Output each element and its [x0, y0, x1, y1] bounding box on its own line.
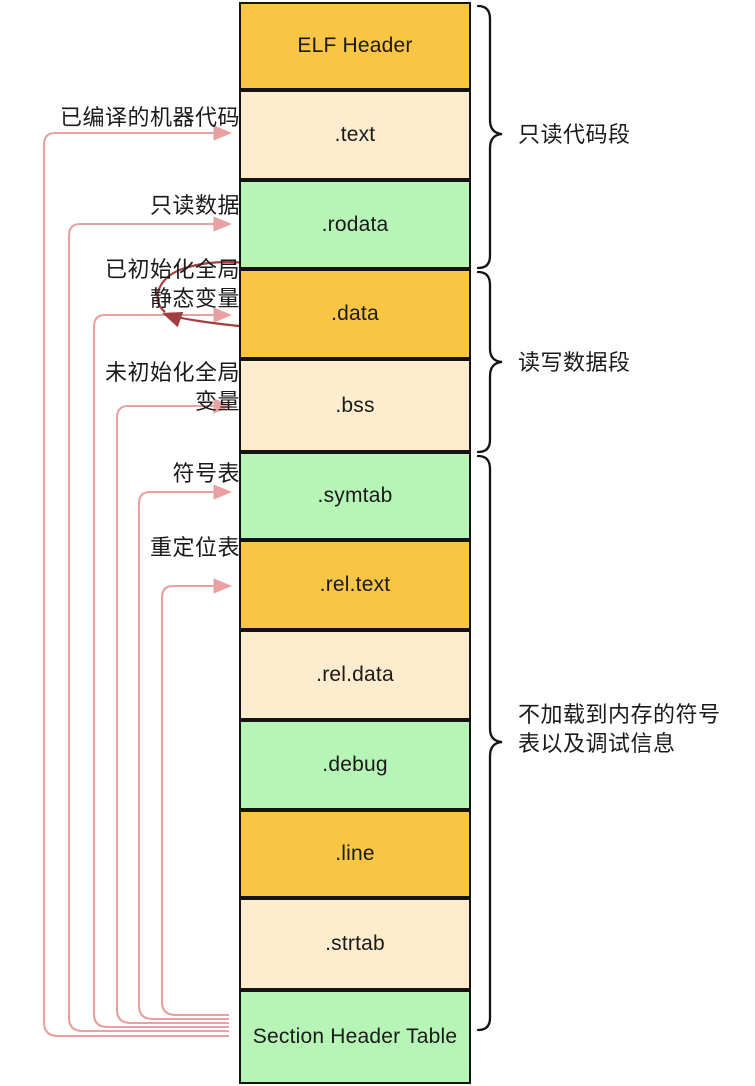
- section-label: .debug: [322, 753, 388, 777]
- section-label: .data: [331, 302, 379, 326]
- label-readwrite-data-segment: 读写数据段: [518, 350, 631, 375]
- section-column: ELF Header .text .rodata .data .bss .sym…: [239, 2, 471, 1084]
- label-readonly-data: 只读数据: [149, 193, 240, 218]
- label-not-loaded-symbols-debug: 不加载到内存的符号 表以及调试信息: [518, 702, 721, 757]
- section-rel-text[interactable]: .rel.text: [239, 540, 471, 630]
- section-label: .rel.text: [319, 573, 391, 597]
- label-relocation-table: 重定位表: [149, 535, 240, 560]
- section-label: .rel.data: [316, 663, 394, 687]
- section-elf-header[interactable]: ELF Header: [239, 2, 471, 90]
- label-symbol-table: 符号表: [172, 461, 240, 486]
- section-rel-data[interactable]: .rel.data: [239, 630, 471, 720]
- section-label: Section Header Table: [252, 1025, 458, 1049]
- label-uninitialized-global: 未初始化全局 变量: [104, 360, 240, 414]
- section-debug[interactable]: .debug: [239, 720, 471, 810]
- section-label: .bss: [335, 393, 375, 417]
- section-label: .symtab: [317, 484, 393, 508]
- section-header-table[interactable]: Section Header Table: [239, 990, 471, 1084]
- section-strtab[interactable]: .strtab: [239, 898, 471, 990]
- section-rodata[interactable]: .rodata: [239, 180, 471, 269]
- section-label: .strtab: [325, 932, 385, 956]
- section-symtab[interactable]: .symtab: [239, 452, 471, 540]
- section-bss[interactable]: .bss: [239, 359, 471, 452]
- section-label: .line: [335, 842, 375, 866]
- label-initialized-global-static: 已初始化全局 静态变量: [104, 257, 240, 311]
- label-readonly-code-segment: 只读代码段: [518, 122, 631, 147]
- section-line[interactable]: .line: [239, 810, 471, 898]
- section-label: ELF Header: [297, 34, 413, 58]
- label-compiled-machine-code: 已编译的机器代码: [59, 105, 240, 130]
- section-label: .rodata: [321, 212, 389, 236]
- section-text[interactable]: .text: [239, 90, 471, 180]
- section-data[interactable]: .data: [239, 269, 471, 359]
- section-label: .text: [334, 123, 376, 147]
